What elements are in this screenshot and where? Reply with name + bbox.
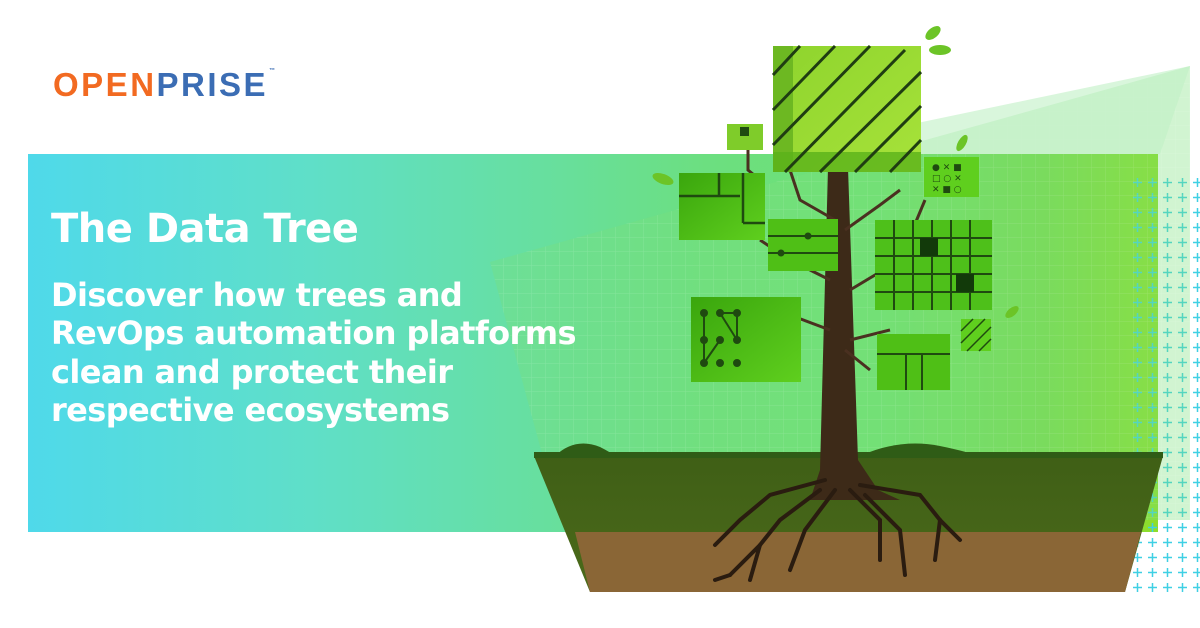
subtitle-line: RevOps automation platforms — [51, 314, 577, 353]
subtitle-line: respective ecosystems — [51, 391, 450, 430]
subtitle-line: clean and protect their — [51, 352, 453, 391]
trademark-symbol: ™ — [269, 68, 278, 74]
logo-prise-text: PRISE — [156, 66, 269, 103]
openprise-logo[interactable]: OPENPRISE™ — [53, 68, 278, 101]
plus-grid-pattern — [1130, 175, 1200, 595]
subtitle-line: Discover how trees and — [51, 276, 463, 314]
page-title: The Data Tree — [51, 206, 359, 252]
logo-open-text: OPEN — [53, 66, 157, 103]
subtitle: Discover how trees and RevOps automation… — [51, 276, 671, 430]
